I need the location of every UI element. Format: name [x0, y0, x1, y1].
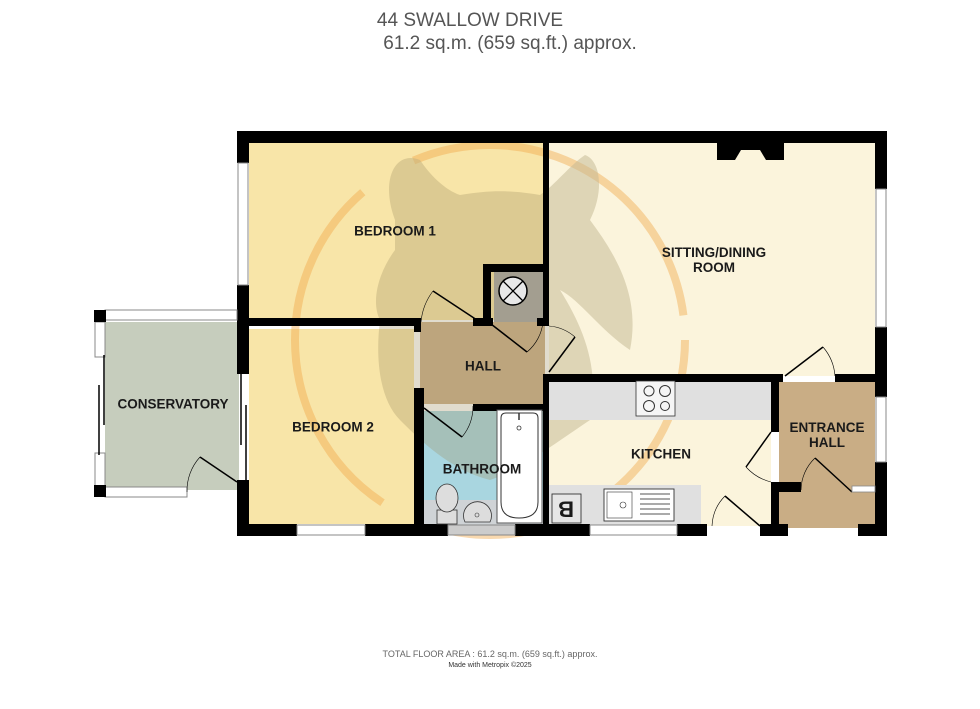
sink	[603, 488, 675, 522]
conservatory-post	[94, 310, 106, 322]
door-front	[814, 457, 853, 493]
front-door-window	[851, 485, 876, 493]
doors	[186, 290, 853, 527]
walls	[237, 131, 887, 536]
boiler-label: B	[558, 496, 574, 522]
cylinder-x-icon	[498, 276, 528, 306]
room-label-conservatory: CONSERVATORY	[117, 396, 229, 412]
conservatory-post	[94, 485, 106, 497]
hall-fill	[420, 322, 545, 404]
boiler	[551, 493, 582, 524]
room-label-bedroom-1: BEDROOM 1	[354, 223, 436, 239]
toilet	[435, 483, 459, 525]
door-bedroom-1	[432, 290, 484, 325]
door-cupboard	[490, 323, 528, 353]
sitting-line-2: ROOM	[693, 260, 735, 275]
window-bedroom-2	[296, 524, 366, 536]
windows	[94, 162, 887, 536]
sitting-line-1: SITTING/DINING	[661, 245, 767, 260]
door-bathroom	[423, 407, 463, 438]
window-sitting	[875, 188, 887, 328]
room-label-bedroom-2: BEDROOM 2	[292, 419, 374, 435]
window-entrance	[875, 396, 887, 463]
room-label-sitting-dining: SITTING/DINING ROOM	[662, 245, 766, 275]
window-conservatory-left-1	[94, 321, 106, 358]
room-label-kitchen: KITCHEN	[631, 446, 691, 462]
room-label-hall: HALL	[465, 358, 501, 374]
property-address: 44 SWALLOW DRIVE	[376, 10, 564, 31]
window-conservatory-left-2	[94, 452, 106, 488]
door-sitting	[548, 336, 576, 373]
window-bathroom	[447, 524, 516, 536]
total-floor-area: TOTAL FLOOR AREA : 61.2 sq.m. (659 sq.ft…	[382, 649, 598, 659]
conservatory-fill	[105, 322, 239, 490]
window-bedroom-1	[237, 162, 249, 286]
door-entrance-sitting	[784, 346, 824, 377]
room-label-bathroom: BATHROOM	[442, 461, 522, 477]
bedroom-2-fill	[249, 329, 414, 524]
entrance-line-1: ENTRANCE	[789, 420, 865, 435]
door-conservatory	[199, 456, 238, 483]
metropix-credit: Made with Metropix ©2025	[448, 662, 532, 669]
room-label-entrance-hall: ENTRANCE HALL	[789, 420, 864, 450]
basin	[463, 501, 492, 523]
entrance-hall-fill	[779, 382, 875, 528]
hob	[635, 380, 676, 417]
door-kitchen-back	[724, 495, 761, 527]
property-area: 61.2 sq.m. (659 sq.ft.) approx.	[383, 33, 637, 54]
window-kitchen	[589, 524, 678, 536]
window-conservatory-top	[104, 309, 238, 321]
fireplace	[717, 143, 784, 160]
sitting-dining-fill	[549, 143, 875, 376]
bath	[496, 409, 543, 524]
door-kitchen-entrance	[745, 431, 772, 468]
entrance-line-2: HALL	[808, 435, 845, 450]
window-conservatory-bottom	[104, 486, 188, 498]
